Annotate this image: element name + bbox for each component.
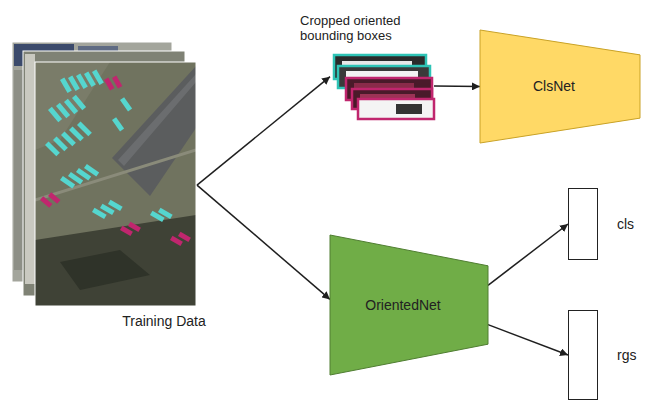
flow-arrow xyxy=(488,325,568,355)
output-head: cls xyxy=(568,188,598,260)
head-label: cls xyxy=(617,216,634,233)
network-label: ClsNet xyxy=(533,78,575,95)
flow-arrow xyxy=(197,185,330,299)
training-data: Training Data xyxy=(12,42,197,307)
flow-arrow xyxy=(434,85,480,87)
cropped-boxes xyxy=(334,55,434,119)
cropped-boxes-group: Cropped oriented bounding boxes xyxy=(330,50,434,122)
group-caption: Cropped oriented bounding boxes xyxy=(300,13,418,44)
aerial-image-front xyxy=(35,62,196,306)
network-label: OrientedNet xyxy=(365,297,440,314)
classifier-network: ClsNet xyxy=(480,30,640,143)
trapezoid-shape xyxy=(330,235,488,375)
flow-arrow xyxy=(488,224,568,285)
output-head: rgs xyxy=(568,310,598,400)
detector-network: OrientedNet xyxy=(330,235,488,375)
flow-arrow xyxy=(197,77,330,185)
head-label: rgs xyxy=(617,347,636,364)
image-caption: Training Data xyxy=(94,313,234,330)
trapezoid-shape xyxy=(480,30,640,143)
